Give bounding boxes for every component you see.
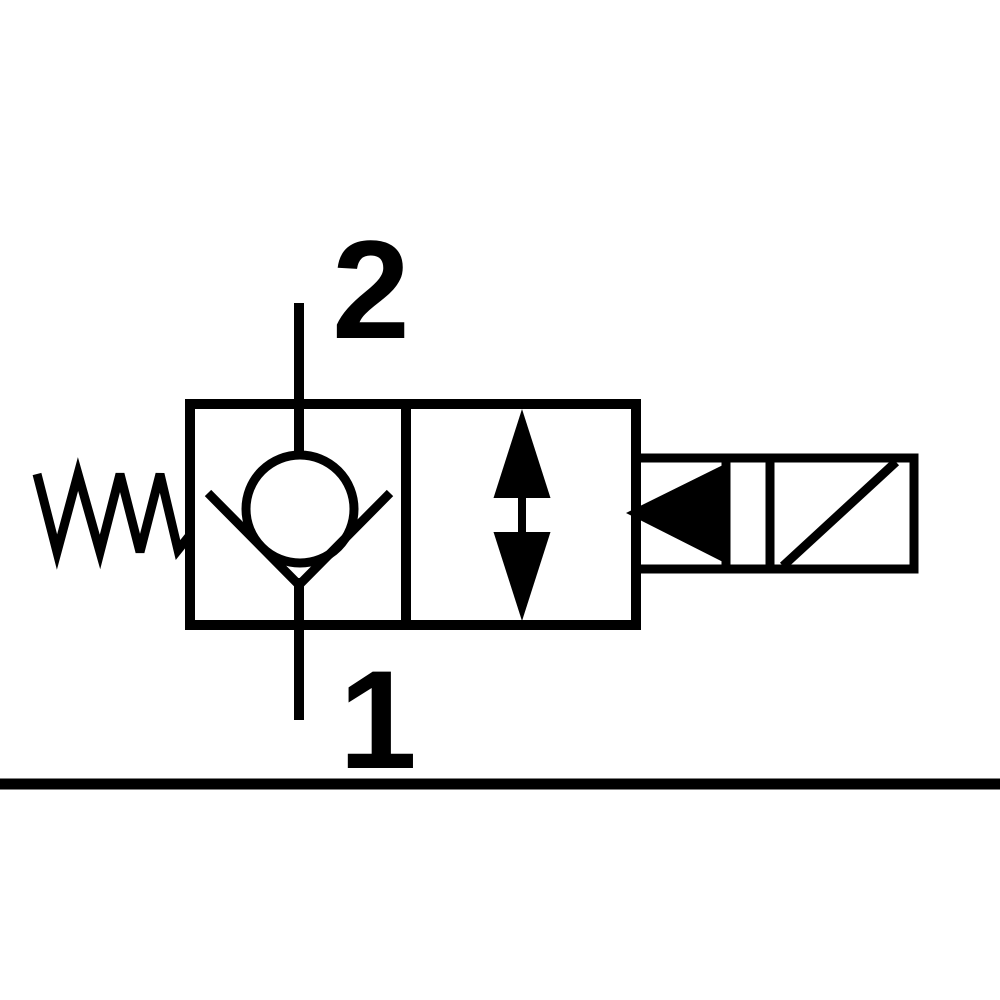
solenoid-coil-icon bbox=[626, 453, 919, 574]
flow-arrow-down bbox=[493, 532, 551, 621]
solenoid-arrow-icon bbox=[626, 463, 727, 564]
spring-icon bbox=[32, 457, 194, 570]
port-1-label: 1 bbox=[339, 641, 417, 798]
check-valve-ball-icon bbox=[241, 450, 359, 568]
flow-arrows-icon bbox=[493, 409, 551, 621]
check-valve-seat-icon bbox=[204, 489, 394, 592]
solenoid-diagonal bbox=[779, 458, 900, 570]
port-2-label: 2 bbox=[332, 211, 410, 368]
flow-arrow-up bbox=[493, 409, 551, 498]
